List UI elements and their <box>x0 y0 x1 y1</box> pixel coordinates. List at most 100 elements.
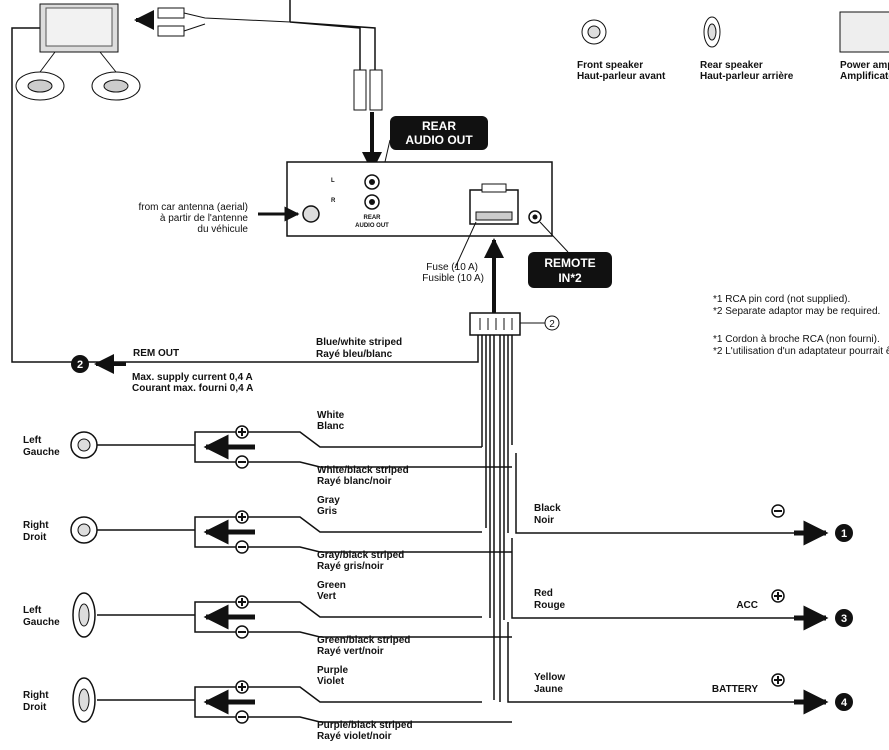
remote-in-jack <box>528 210 542 224</box>
power-ref-badge <box>835 609 853 627</box>
rem-out-wire-2: Rayé bleu/blanc <box>316 349 393 360</box>
speaker-side-en: Right <box>23 520 49 531</box>
rca-arrow-to-amp <box>134 7 291 37</box>
power-wire-en: Red <box>534 588 553 599</box>
plus-wire-en: Purple <box>317 665 349 676</box>
connector-ref-circle <box>544 315 560 331</box>
minus-wire-en: Green/black striped <box>317 635 410 646</box>
power-wire-en: Yellow <box>534 672 565 683</box>
svg-text:AUDIO OUT: AUDIO OUT <box>405 133 473 147</box>
plus-icon <box>238 683 246 691</box>
connector-ref: 2 <box>549 319 555 330</box>
power-ref-badge <box>835 693 853 711</box>
plus-icon <box>774 592 782 600</box>
plus-icon <box>238 428 246 436</box>
note-2: *2 Separate adaptor may be required. <box>713 306 880 317</box>
rem-out-loop-wire <box>11 27 80 363</box>
svg-text:IN*2: IN*2 <box>558 271 582 285</box>
speaker-cone-icon <box>77 523 91 537</box>
legend-amp-2: Amplificate <box>840 71 889 82</box>
power-ref: 4 <box>841 697 848 709</box>
antenna-jack <box>302 205 320 223</box>
speaker-wire <box>97 686 512 723</box>
plus-wire-en: Gray <box>317 495 340 506</box>
power-terminal: ACC <box>736 600 758 611</box>
plus-icon <box>238 598 246 606</box>
rem-out-ref-badge <box>71 355 89 373</box>
svg-text:AUDIO OUT: AUDIO OUT <box>355 223 389 229</box>
speaker-cone-icon <box>77 438 91 452</box>
speaker-wire <box>97 431 512 468</box>
antenna-label-1: from car antenna (aerial) <box>139 202 249 213</box>
svg-text:REAR: REAR <box>363 215 381 221</box>
speaker-side-en: Right <box>23 690 49 701</box>
power-wire <box>507 622 800 703</box>
plus-wire-en: Green <box>317 580 346 591</box>
antenna-label-3: du véhicule <box>197 224 248 235</box>
speaker-side-fr: Droit <box>23 532 47 543</box>
harness-connector <box>469 312 521 336</box>
legend-rear-1: Rear speaker <box>700 60 763 71</box>
legend-front-1: Front speaker <box>577 60 643 71</box>
power-amp-illustration <box>39 3 119 53</box>
top-vertical-wire <box>289 0 376 70</box>
speaker-side-en: Left <box>23 435 42 446</box>
front-speaker-icon <box>581 19 607 45</box>
power-amp-icon <box>839 11 889 53</box>
svg-text:REAR: REAR <box>422 119 456 133</box>
antenna-label-2: à partir de l'antenne <box>160 213 249 224</box>
plus-wire-fr: Vert <box>317 591 337 602</box>
speaker-side-fr: Gauche <box>23 617 60 628</box>
legend-amp-1: Power amp <box>840 60 889 71</box>
speaker-side-fr: Gauche <box>23 447 60 458</box>
note-1: *1 RCA pin cord (not supplied). <box>713 294 850 305</box>
plus-wire-fr: Gris <box>317 506 337 517</box>
power-wire-en: Black <box>534 503 561 514</box>
harness-socket <box>469 183 519 225</box>
note-4: *2 L'utilisation d'un adaptateur pourrai… <box>713 346 889 357</box>
legend-rear-2: Haut-parleur arrière <box>700 71 794 82</box>
plus-wire-fr: Violet <box>317 676 345 687</box>
legend-front-2: Haut-parleur avant <box>577 71 666 82</box>
plus-wire-en: White <box>317 410 345 421</box>
power-ref-badge <box>835 524 853 542</box>
power-wire-fr: Rouge <box>534 600 566 611</box>
channel-l: L <box>331 178 335 184</box>
minus-wire-fr: Rayé violet/noir <box>317 731 392 742</box>
power-wire <box>515 453 800 534</box>
minus-wire-fr: Rayé blanc/noir <box>317 476 392 487</box>
power-wire-fr: Jaune <box>534 684 563 695</box>
power-terminal: BATTERY <box>712 684 758 695</box>
rem-out-label: REM OUT <box>133 348 179 359</box>
minus-wire-fr: Rayé vert/noir <box>317 646 384 657</box>
rem-out-ref: 2 <box>77 359 83 371</box>
power-wire-fr: Noir <box>534 515 554 526</box>
power-ref: 3 <box>841 613 847 625</box>
rem-out-current-1: Max. supply current 0,4 A <box>132 372 253 383</box>
svg-text:REMOTE: REMOTE <box>544 256 595 270</box>
minus-wire-en: White/black striped <box>317 465 409 476</box>
speaker-wire <box>97 516 512 553</box>
fuse-label-2: Fusible (10 A) <box>422 273 484 284</box>
remote-in-tag: REMOTE IN*2 <box>528 252 612 288</box>
channel-r: R <box>331 198 336 204</box>
speaker-side-en: Left <box>23 605 42 616</box>
speaker-wire <box>97 601 512 638</box>
fuse-label-1: Fuse (10 A) <box>426 262 478 273</box>
speaker-cone-icon <box>78 688 90 712</box>
plus-icon <box>774 676 782 684</box>
minus-wire-en: Purple/black striped <box>317 720 413 731</box>
rear-out-jacks <box>364 174 380 210</box>
plus-wire-fr: Blanc <box>317 421 345 432</box>
minus-wire-fr: Rayé gris/noir <box>317 561 384 572</box>
harness-wires <box>80 335 513 702</box>
rca-plugs-rear-out <box>353 69 383 111</box>
